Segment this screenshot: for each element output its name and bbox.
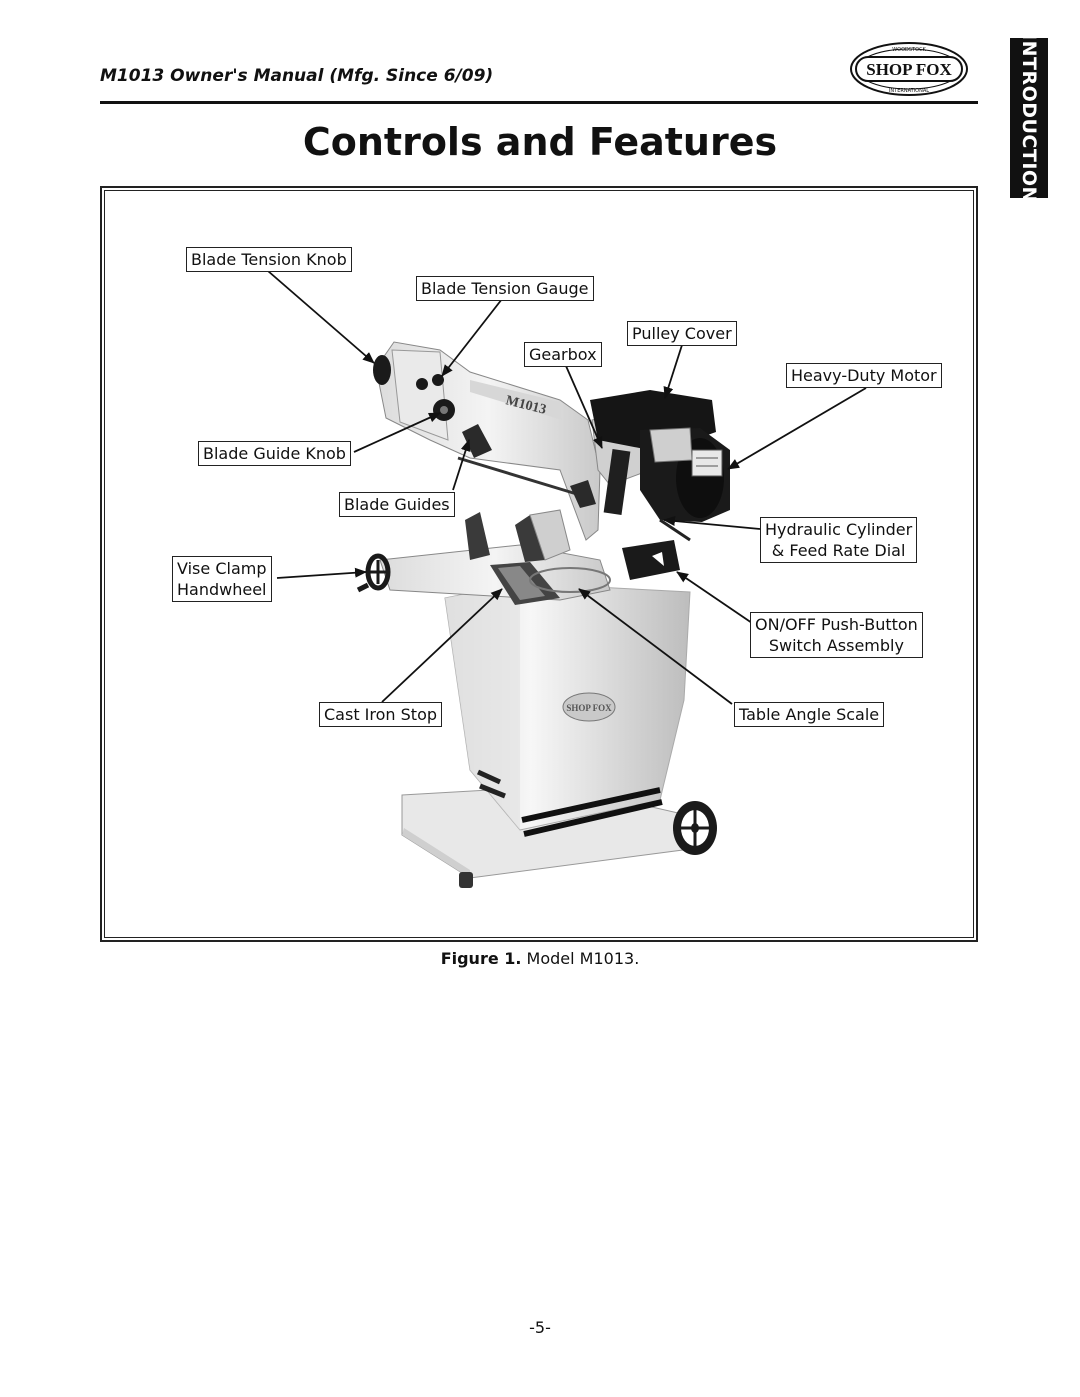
callout-hydraulic-cylinder-line2: & Feed Rate Dial <box>771 541 906 560</box>
leader-lines <box>267 270 867 705</box>
logo-ring-bottom-text: INTERNATIONAL <box>889 88 929 94</box>
figure-caption-text: Model M1013. <box>521 949 640 968</box>
callout-pulley-cover: Pulley Cover <box>627 321 737 346</box>
callout-heavy-duty-motor: Heavy-Duty Motor <box>786 363 942 388</box>
logo-ring-top-text: WOODSTOCK <box>892 47 926 53</box>
switch-box <box>622 540 680 580</box>
callout-table-angle-scale: Table Angle Scale <box>734 702 885 727</box>
logo-text: SHOP FOX <box>866 60 952 79</box>
page-title: Controls and Features <box>302 120 778 164</box>
callout-vise-clamp-line1: Vise Clamp <box>177 559 267 578</box>
callout-onoff-line2: Switch Assembly <box>768 636 904 655</box>
cabinet-stand: SHOP FOX <box>444 582 691 837</box>
callout-onoff-switch: ON/OFF Push-Button Switch Assembly <box>750 612 923 658</box>
shop-fox-logo: SHOP FOX WOODSTOCK INTERNATIONAL <box>850 42 968 96</box>
figure-caption: Figure 1. Model M1013. <box>0 949 1080 968</box>
callout-hydraulic-cylinder: Hydraulic Cylinder & Feed Rate Dial <box>760 517 918 563</box>
manual-title: M1013 Owner's Manual (Mfg. Since 6/09) <box>100 66 494 86</box>
header-rule <box>100 101 978 104</box>
callout-blade-guide-knob: Blade Guide Knob <box>198 441 351 466</box>
callout-onoff-line1: ON/OFF Push-Button <box>755 615 918 634</box>
callout-cast-iron-stop: Cast Iron Stop <box>319 702 443 727</box>
callout-vise-clamp-line2: Handwheel <box>177 580 267 599</box>
figure-caption-label: Figure 1. <box>440 949 522 968</box>
vise-table <box>379 509 611 605</box>
vise-handwheel <box>356 553 391 593</box>
callout-hydraulic-cylinder-line1: Hydraulic Cylinder <box>765 520 913 539</box>
callout-vise-clamp-handwheel: Vise Clamp Handwheel <box>172 556 272 602</box>
callout-blade-tension-gauge: Blade Tension Gauge <box>416 276 594 301</box>
blade-tension-knob <box>373 355 391 385</box>
page-number: -5- <box>529 1318 551 1337</box>
figure-frame <box>100 186 978 942</box>
motor-assembly <box>590 390 730 542</box>
transport-wheel <box>673 801 717 855</box>
callout-gearbox: Gearbox <box>524 342 602 367</box>
callout-blade-guides: Blade Guides <box>339 492 455 517</box>
callout-blade-tension-knob: Blade Tension Knob <box>186 247 352 272</box>
base-badge-text: SHOP FOX <box>566 703 612 713</box>
section-tab: INTRODUCTION <box>1010 33 1048 203</box>
blade-guide-block <box>462 424 596 508</box>
